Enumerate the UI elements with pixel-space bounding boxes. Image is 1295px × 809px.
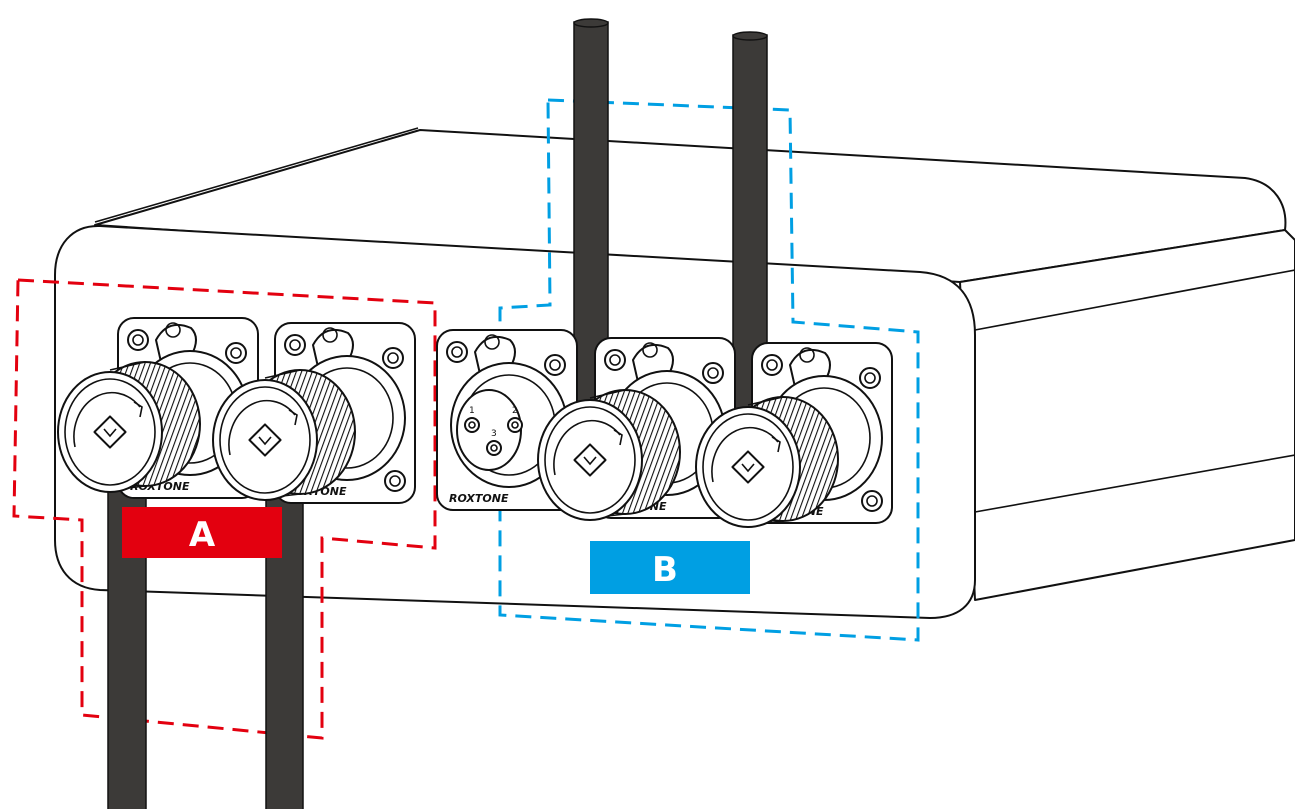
box-side-face [959, 229, 1295, 601]
xlr-pin-number: 1 [469, 406, 475, 416]
screw-hole-icon [702, 362, 724, 384]
group-b-outline [498, 98, 920, 642]
xlr-pin [464, 417, 480, 433]
screw-hole-icon [384, 470, 406, 492]
screw-hole-icon [225, 342, 247, 364]
group-a-label-bg [122, 507, 282, 558]
rotate-arrow-icon [711, 426, 779, 483]
cable-plugs [57, 361, 839, 528]
rotate-arrow-icon [228, 399, 296, 456]
screw-hole-icon [284, 334, 306, 356]
screw-hole-icon [446, 341, 468, 363]
plug-a2 [212, 369, 356, 501]
plug-a1 [57, 361, 201, 493]
brand-logo-icon [731, 450, 765, 484]
plug-b1 [537, 389, 681, 521]
screw-hole-icon [127, 329, 149, 351]
plug-b2 [695, 396, 839, 528]
rotate-arrow-icon [553, 419, 621, 476]
brand-logo-icon [93, 415, 127, 449]
group-a-label: A [122, 507, 282, 558]
xlr-pin [486, 440, 502, 456]
xlr-pin-number: 3 [491, 429, 497, 439]
screw-hole-icon [861, 490, 883, 512]
xlr-pin [507, 417, 523, 433]
brand-logo-icon [573, 443, 607, 477]
screw-hole-icon [544, 354, 566, 376]
group-b-label: B [590, 541, 750, 594]
rotate-arrow-icon [73, 391, 141, 448]
brand-logo-icon [248, 423, 282, 457]
brand-logo-text: ROXTONE [449, 492, 509, 505]
group-b-label-bg [590, 541, 750, 594]
screw-hole-icon [859, 367, 881, 389]
group-b-label-text: B [652, 550, 678, 590]
screw-hole-icon [761, 354, 783, 376]
xlr-pin-number: 2 [512, 406, 518, 416]
screw-hole-icon [382, 347, 404, 369]
group-a-outline [12, 278, 437, 740]
screw-hole-icon [604, 349, 626, 371]
group-a-label-text: A [189, 515, 216, 555]
